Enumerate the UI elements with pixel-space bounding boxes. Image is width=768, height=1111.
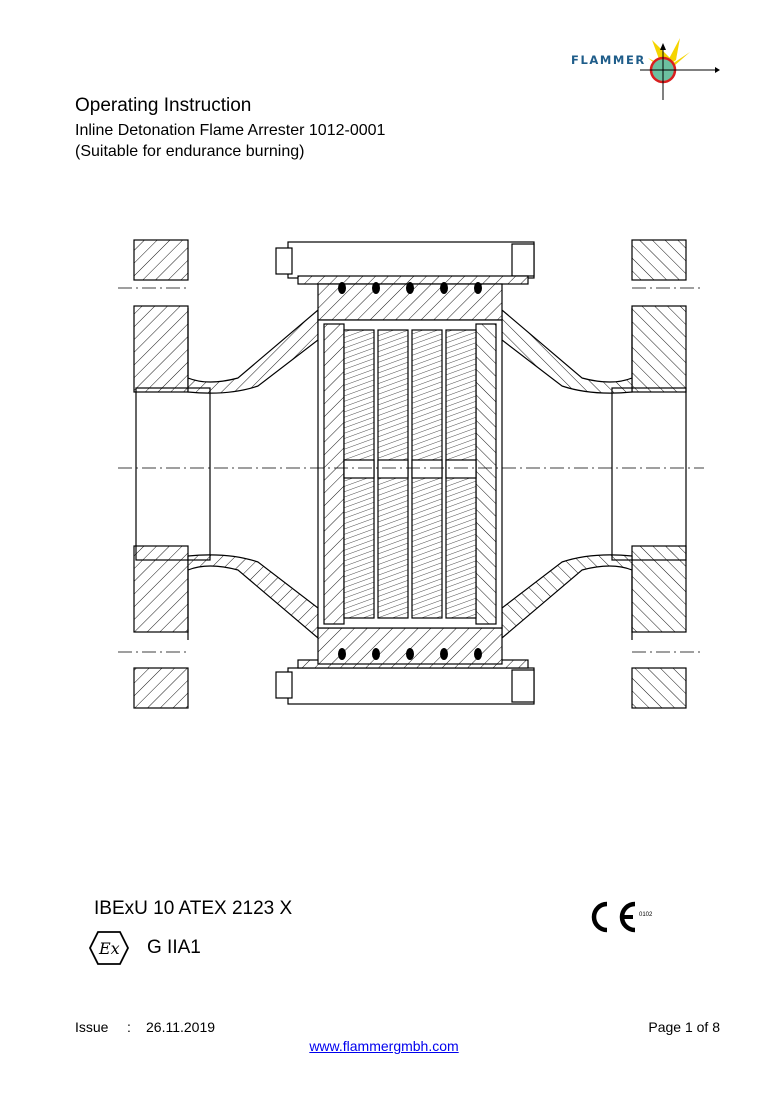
product-note: (Suitable for endurance burning) xyxy=(75,143,305,160)
issue-separator: : xyxy=(127,1019,131,1035)
notified-body-number: 0102 xyxy=(639,912,653,918)
atex-certificate: IBExU 10 ATEX 2123 X xyxy=(94,898,293,919)
company-logo xyxy=(560,30,720,110)
product-name: Inline Detonation Flame Arrester 1012-00… xyxy=(75,122,386,139)
issue-label: Issue xyxy=(75,1019,109,1035)
page-number: Page 1 of 8 xyxy=(648,1019,720,1035)
flame-arrester-cross-section-icon xyxy=(118,239,704,709)
technical-drawing xyxy=(118,228,704,720)
gas-group: G IIA1 xyxy=(147,937,201,958)
ce-mark-icon xyxy=(585,899,639,935)
document-title: Operating Instruction xyxy=(75,95,252,116)
website-link[interactable]: www.flammergmbh.com xyxy=(309,1038,459,1054)
svg-text:Ex: Ex xyxy=(98,939,120,958)
flame-globe-icon xyxy=(640,38,720,100)
ex-hexagon-icon: Ex xyxy=(88,930,130,966)
brand-name: FLAMMER xyxy=(571,53,646,67)
issue-date: 26.11.2019 xyxy=(146,1019,216,1035)
